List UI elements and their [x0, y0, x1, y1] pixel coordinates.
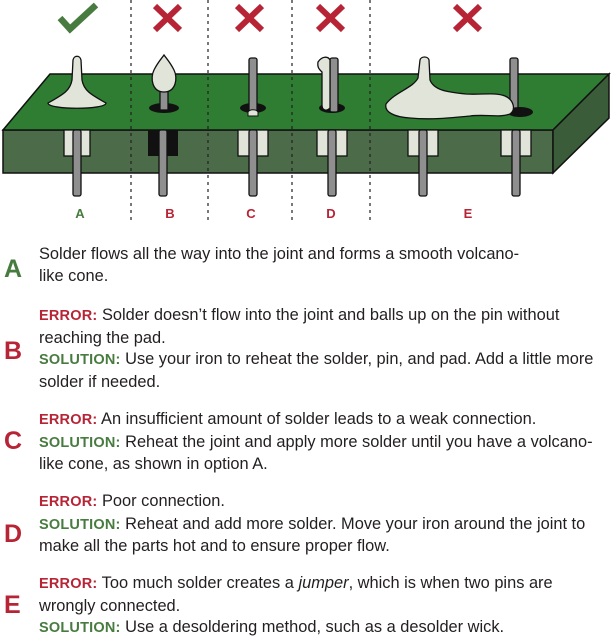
x-icon: [315, 3, 346, 33]
error-text: Too much solder creates a: [97, 574, 299, 592]
error-text: Poor connection.: [97, 492, 225, 510]
solder-c-sliver: [247, 109, 259, 117]
column-separators: [130, 0, 371, 222]
joint-a: [47, 55, 107, 197]
column-label-c: C: [246, 206, 256, 221]
error-text-end: , which is when two pins are wrongly con…: [39, 574, 553, 615]
error-label: ERROR:: [39, 494, 98, 510]
entry-d-error: ERROR: Poor connection.: [39, 491, 609, 514]
entry-letter-d: D: [4, 520, 23, 548]
entry-letter-c: C: [4, 427, 23, 455]
solution-text: Reheat the joint and apply more solder u…: [39, 432, 593, 474]
entry-e-error: ERROR: Too much solder creates a jumper,…: [39, 573, 609, 617]
x-icon: [452, 3, 483, 33]
joint-c: [237, 57, 269, 197]
entry-a-text: Solder flows all the way into the joint …: [39, 244, 609, 287]
pin-e-left-lead: [418, 129, 428, 197]
solution-label: SOLUTION:: [39, 434, 121, 451]
pin-a-lead: [72, 129, 82, 197]
entry-letter-e: E: [4, 591, 21, 619]
solder-b-ball: [151, 53, 177, 93]
solution-label: SOLUTION:: [39, 620, 121, 636]
entry-a-description: Solder flows all the way into the joint …: [39, 245, 520, 285]
column-label-a: A: [75, 206, 85, 221]
pin-d-top: [329, 57, 339, 113]
entry-e-solution: SOLUTION: Use a desoldering method, such…: [39, 617, 609, 640]
entry-letter-b: B: [4, 337, 23, 365]
solution-text: Use a desoldering method, such as a deso…: [120, 618, 505, 636]
pin-e-right-lead: [511, 129, 521, 197]
entry-c-text: ERROR: An insufficient amount of solder …: [39, 409, 609, 476]
error-text-italic: jumper: [298, 574, 349, 592]
solution-text: Reheat and add more solder. Move your ir…: [39, 514, 586, 556]
error-text: An insufficient amount of solder leads t…: [97, 410, 537, 428]
column-label-d: D: [326, 206, 335, 221]
error-text: Solder doesn’t flow into the joint and b…: [39, 306, 560, 347]
entry-d-solution: SOLUTION: Reheat and add more solder. Mo…: [39, 514, 609, 558]
x-icon: [234, 3, 265, 33]
entry-c-solution: SOLUTION: Reheat the joint and apply mor…: [39, 432, 609, 476]
entry-d-text: ERROR: Poor connection. SOLUTION: Reheat…: [39, 491, 609, 558]
entry-b-text: ERROR: Solder doesn’t flow into the join…: [39, 305, 609, 393]
pin-c-top: [248, 57, 258, 113]
check-icon: [57, 2, 99, 34]
solder-a-cone: [47, 55, 107, 109]
entry-letter-a: A: [4, 255, 23, 283]
entry-e-text: ERROR: Too much solder creates a jumper,…: [39, 573, 609, 640]
joint-e: [385, 56, 533, 197]
entry-b-error: ERROR: Solder doesn’t flow into the join…: [39, 305, 609, 349]
error-label: ERROR:: [39, 412, 98, 428]
joint-d: [316, 56, 348, 197]
board-side-face: [552, 72, 610, 175]
pin-c-lead: [248, 129, 258, 197]
x-icon: [152, 3, 183, 33]
solder-e-bridge: [385, 56, 515, 120]
column-label-b: B: [165, 206, 174, 221]
column-label-e: E: [464, 206, 473, 221]
solder-joint-diagram: A B C D E: [1, 0, 611, 222]
entry-b-solution: SOLUTION: Use your iron to reheat the so…: [39, 349, 609, 393]
solution-text: Use your iron to reheat the solder, pin,…: [39, 350, 594, 391]
error-label: ERROR:: [39, 576, 98, 592]
error-label: ERROR:: [39, 308, 98, 324]
solder-d-flap: [317, 56, 331, 111]
joint-b: [148, 53, 179, 197]
pin-d-lead: [327, 129, 337, 197]
solution-label: SOLUTION:: [39, 352, 121, 368]
solution-label: SOLUTION:: [39, 516, 121, 533]
pin-b-lead: [158, 129, 168, 197]
entry-c-error: ERROR: An insufficient amount of solder …: [39, 409, 609, 432]
